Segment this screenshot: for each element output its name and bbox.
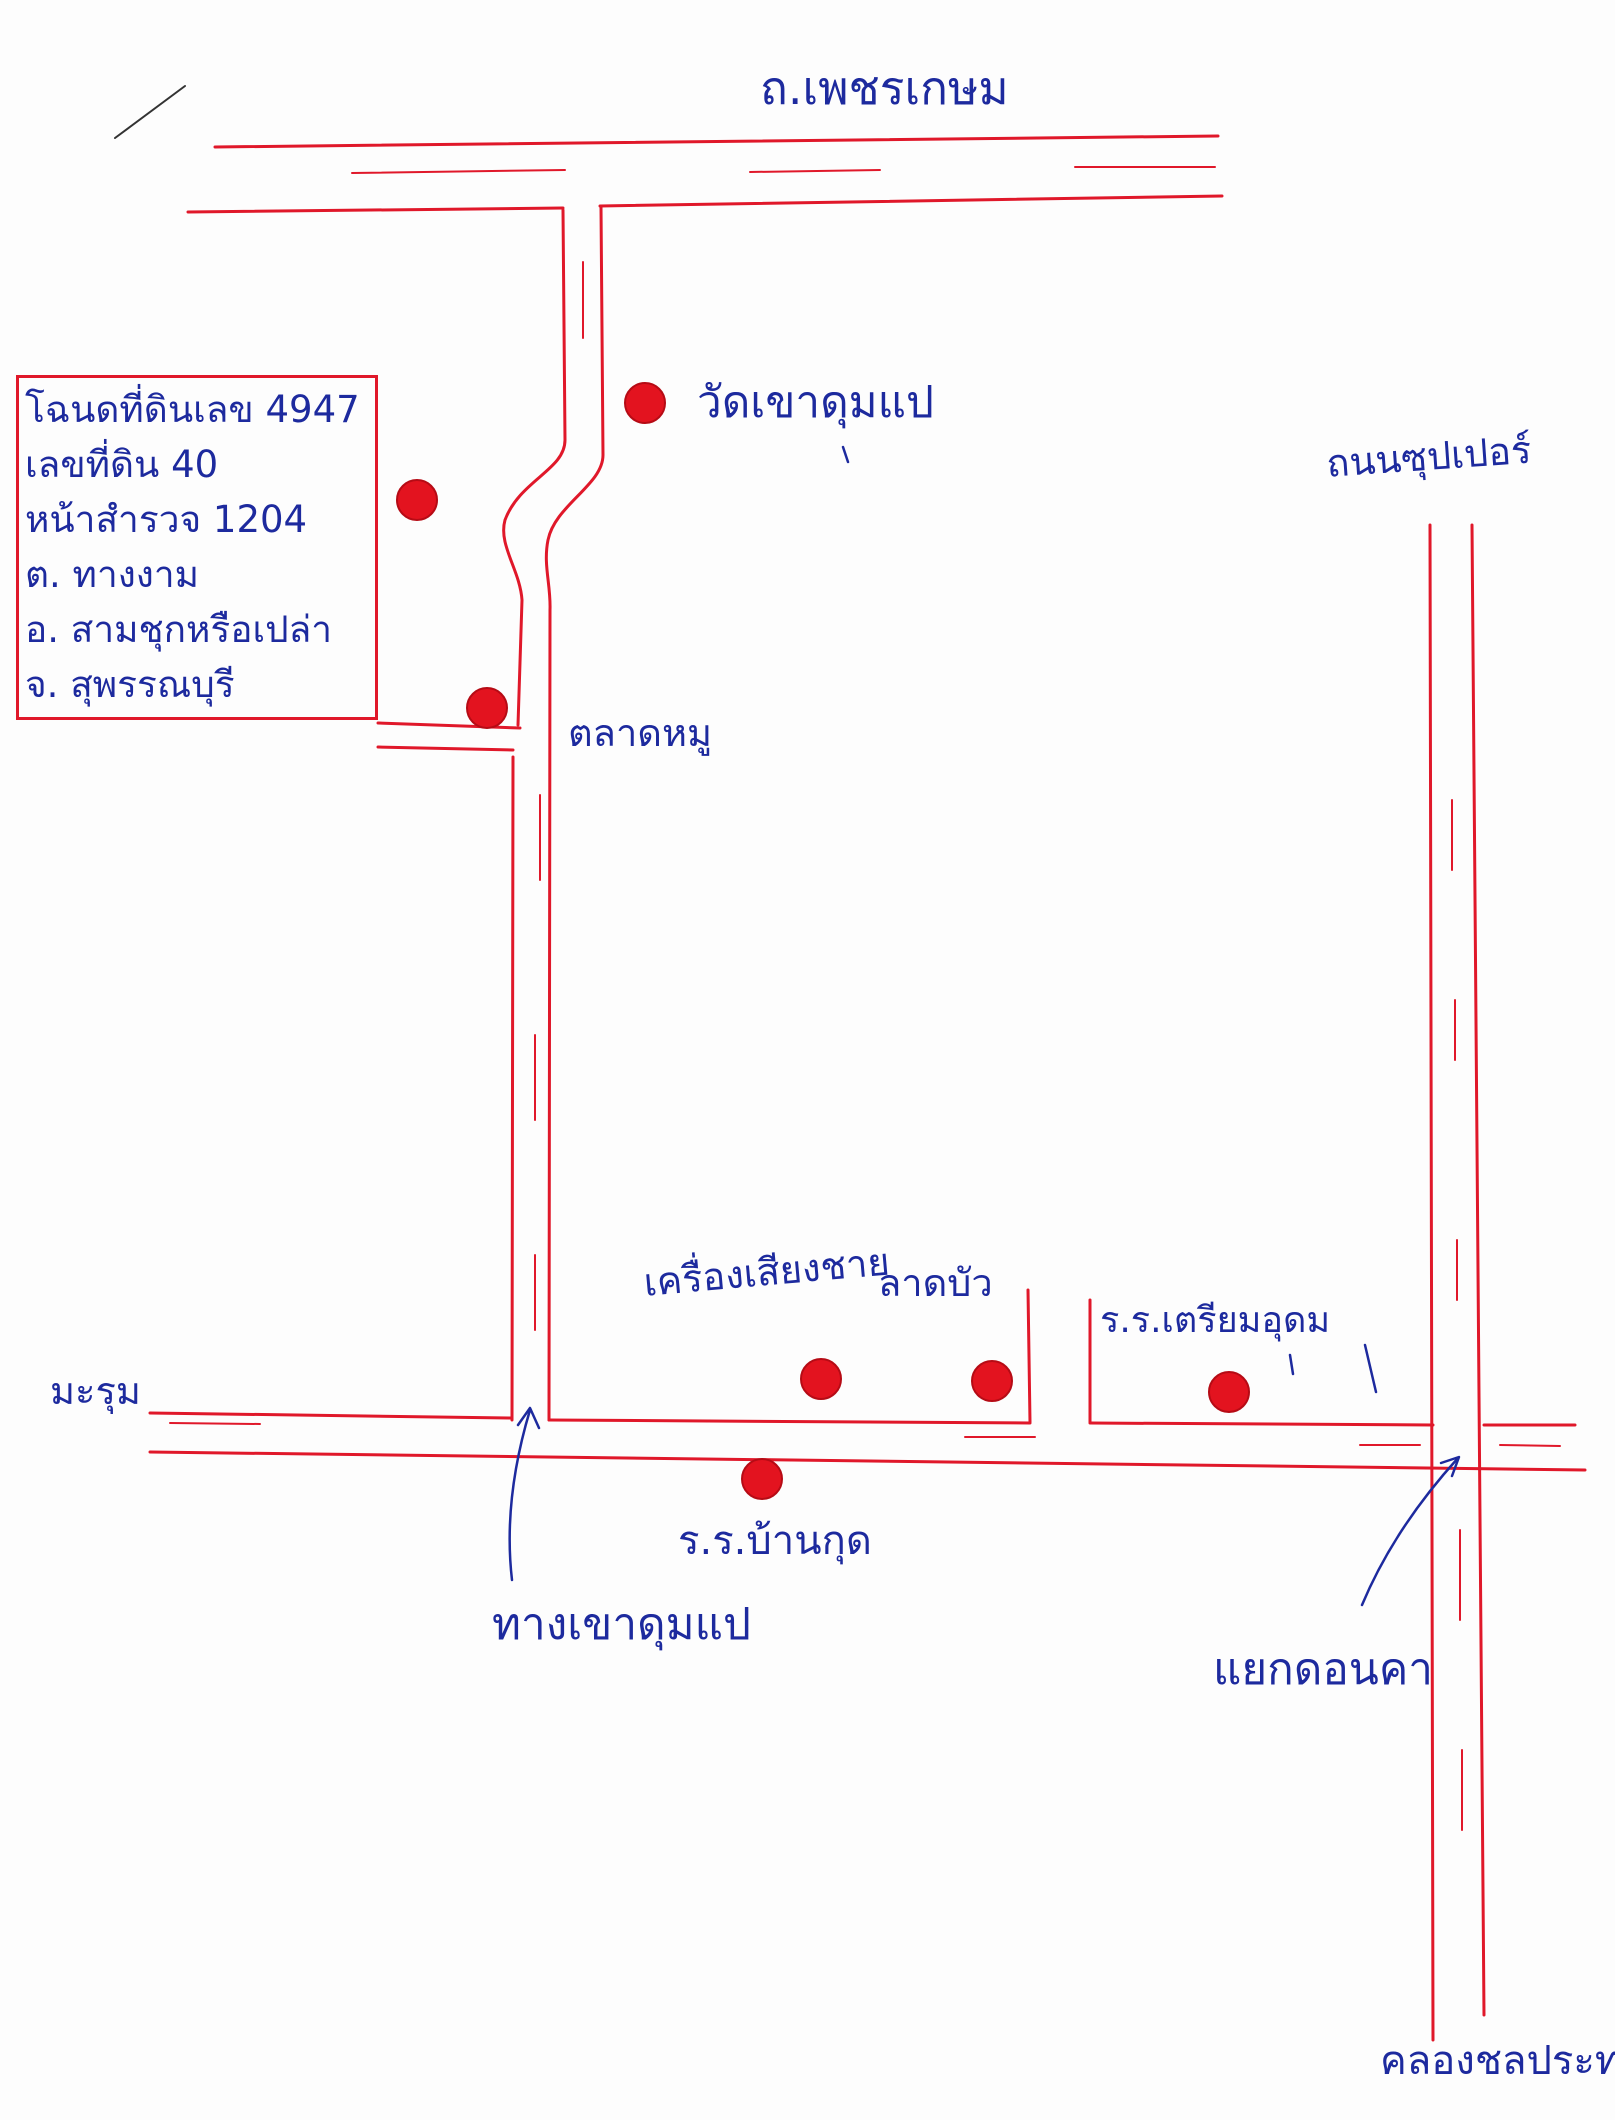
pencil-mark	[114, 85, 186, 139]
marker-shop2	[971, 1360, 1013, 1402]
label-shop2: ลาดบัว	[878, 1261, 993, 1305]
bottom-road-lower-edge	[148, 1450, 1587, 1472]
label-school-right: ร.ร.เตรียมอุดม	[1100, 1300, 1331, 1341]
side-road-right-edge	[544, 205, 605, 1422]
label-market: ตลาดหมู	[568, 711, 713, 755]
district-line: อ. สามชุกหรือเปล่า	[25, 608, 333, 651]
label-wat: วัดเขาดุมแป	[697, 377, 934, 428]
marker-school-right	[1208, 1371, 1250, 1413]
label-left-end: มะรุม	[50, 1369, 141, 1413]
top-road-upper-edge	[213, 134, 1220, 149]
entrance-arrow-head	[516, 1406, 541, 1430]
parcel-deed-line: โฉนดที่ดินเลข 4947	[25, 388, 360, 431]
school-right-tick	[1288, 1343, 1378, 1394]
junction-arrow-head	[1439, 1455, 1461, 1478]
marker-market	[466, 687, 508, 729]
marker-parcel	[396, 479, 438, 521]
wat-label-tick	[841, 445, 850, 464]
right-road-left-edge	[1428, 523, 1435, 2042]
label-entrance: ทางเขาดุมแป	[492, 1599, 751, 1650]
side-road-center-dash	[534, 261, 584, 1331]
province-line: จ. สุพรรณบุรี	[25, 663, 235, 706]
label-junction: แยกดอนคา	[1213, 1644, 1433, 1695]
bottom-road-upper-edge-right	[1088, 1421, 1435, 1427]
marker-school-bottom	[741, 1458, 783, 1500]
shop-stub-road-left	[1026, 1288, 1032, 1424]
top-road-lower-edge-left	[186, 206, 565, 214]
marker-shop1	[800, 1358, 842, 1400]
subdistrict-line: ต. ทางงาม	[25, 553, 200, 596]
parcel-number-line: เลขที่ดิน 40	[25, 443, 219, 486]
parcel-stub-road-upper	[376, 721, 522, 730]
bottom-road-center-dash	[169, 1422, 1561, 1447]
bottom-road-upper-edge-left	[148, 1411, 514, 1420]
bottom-road-upper-edge-mid	[547, 1418, 1032, 1425]
right-road-right-edge	[1470, 523, 1486, 2017]
marker-wat	[624, 382, 666, 424]
label-bottom-right: คลองชลประทาน	[1380, 2038, 1615, 2084]
side-road-lower-left-edge	[510, 755, 515, 1422]
parcel-info-box: โฉนดที่ดินเลข 4947 เลขที่ดิน 40 หน้าสำรว…	[16, 375, 378, 720]
right-road-center-dash	[1451, 799, 1463, 1831]
label-school-bottom: ร.ร.บ้านกุด	[678, 1518, 872, 1564]
label-road-top: ถ.เพชรเกษม	[760, 61, 1009, 115]
parcel-stub-road-lower	[376, 745, 515, 752]
side-road-left-edge	[502, 208, 567, 727]
entrance-arrow	[508, 1408, 532, 1582]
top-road-center-dash	[351, 166, 1216, 174]
junction-arrow	[1360, 1456, 1460, 1607]
survey-page-line: หน้าสำรวจ 1204	[25, 498, 308, 541]
top-road-lower-edge-right	[598, 194, 1224, 208]
